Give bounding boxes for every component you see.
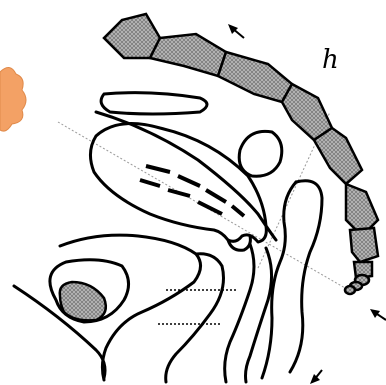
- vertebra-segment: [218, 52, 292, 102]
- round-organ: [239, 131, 282, 176]
- arrow-top-icon: [228, 24, 244, 38]
- orange-blob: [0, 67, 26, 131]
- vertebra-segment: [314, 128, 362, 184]
- posterior-wall: [290, 181, 322, 372]
- uterus-outline: [90, 124, 266, 243]
- inner-dashed-line: [146, 166, 244, 216]
- vertebra-segment: [350, 228, 378, 262]
- channel-right: [225, 244, 254, 382]
- vertebra-segment: [104, 14, 160, 58]
- inner-dashed-line-lower: [140, 180, 222, 214]
- vertebra-segment: [150, 34, 226, 76]
- posterior-wall-inner: [262, 182, 296, 378]
- bowel-loop-upper: [101, 93, 207, 114]
- coccyx-segment: [345, 286, 355, 294]
- arrow-bottom-icon: [310, 370, 322, 384]
- arrow-right-edge-icon: [370, 309, 386, 320]
- channel-inner: [166, 254, 224, 382]
- organ-outlines: [14, 93, 322, 382]
- pubic-bone: [60, 282, 106, 320]
- label-h: h: [322, 45, 339, 75]
